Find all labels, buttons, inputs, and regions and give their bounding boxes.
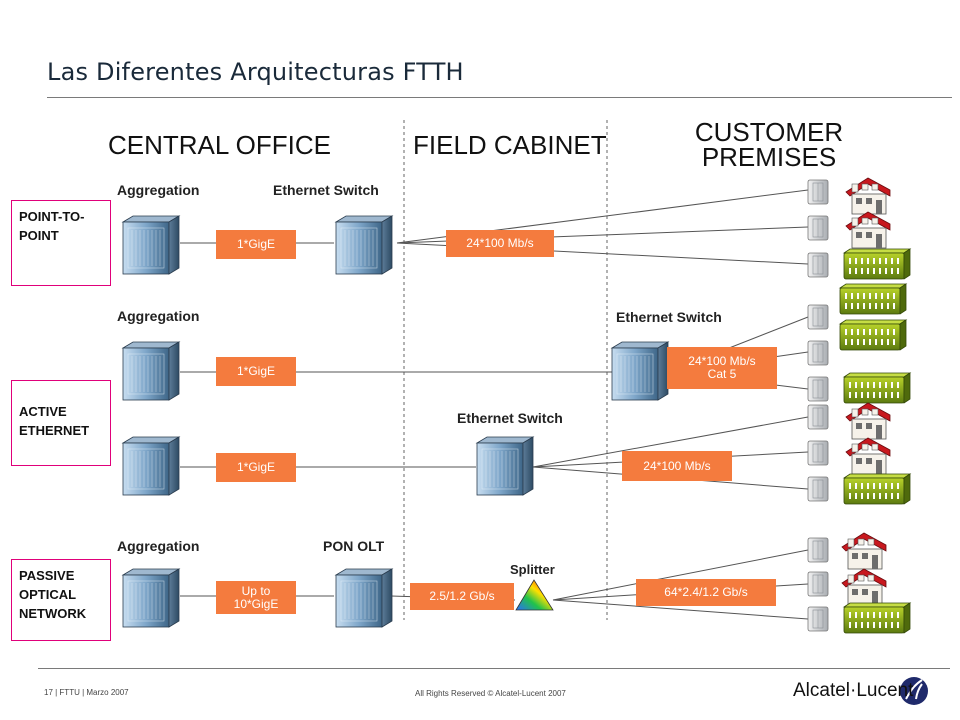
network-terminal-icon: [807, 606, 829, 632]
row-pon-label: PASSIVE OPTICAL NETWORK: [19, 568, 87, 621]
aggregation-rack-icon: [122, 341, 180, 401]
label-aggregation: Aggregation: [117, 182, 200, 198]
house-icon: [841, 568, 887, 606]
zone-customer-line2: PREMISES: [701, 142, 837, 172]
ethernet-switch-rack-icon: [476, 436, 534, 496]
office-building-icon: [839, 319, 907, 351]
row-point-to-point: POINT-TO- POINT: [11, 200, 111, 286]
office-building-icon: [839, 283, 907, 315]
prism-splitter-icon: [515, 579, 554, 611]
tag-ae1-gige-text: 1*GigE: [236, 364, 276, 378]
tag-ae2-rate-text: 24*100 Mb/s: [643, 458, 711, 473]
network-terminal-icon: [807, 440, 829, 466]
tag-ae2-gige: 1*GigE: [216, 453, 296, 482]
label-pon-olt: PON OLT: [323, 538, 385, 554]
tag-ae2-gige-text: 1*GigE: [236, 460, 276, 474]
network-terminal-icon: [807, 252, 829, 278]
tag-ae1-rate-line2: Cat 5: [707, 367, 737, 381]
row-passive-optical-network: PASSIVE OPTICAL NETWORK: [11, 559, 111, 641]
label-aggregation: Aggregation: [117, 538, 200, 554]
label-ethernet-switch: Ethernet Switch: [273, 182, 379, 198]
zone-field-cabinet: FIELD CABINET: [413, 130, 607, 160]
house-icon: [845, 402, 891, 440]
house-icon: [845, 211, 891, 249]
office-building-icon: [843, 372, 911, 404]
ethernet-switch-rack-icon: [611, 341, 669, 401]
tag-p2p-rate-text: 24*100 Mb/s: [466, 236, 534, 250]
network-terminal-icon: [807, 571, 829, 597]
label-ethernet-switch: Ethernet Switch: [616, 309, 722, 325]
brand-wordmark: Alcatel·Lucent: [793, 680, 914, 701]
zone-customer-premises: CUSTOMER PREMISES: [680, 117, 858, 172]
tag-ae2-rate: 24*100 Mb/s: [622, 451, 732, 481]
network-terminal-icon: [807, 376, 829, 402]
aggregation-rack-icon: [122, 436, 180, 496]
tag-ae1-gige: 1*GigE: [216, 357, 296, 386]
footer-page-info: 17 | FTTU | Marzo 2007: [44, 688, 129, 697]
zone-customer-line1: CUSTOMER: [694, 117, 844, 147]
tag-pon-rate-text: 2.5/1.2 Gb/s: [429, 589, 495, 603]
label-splitter: Splitter: [510, 562, 555, 577]
network-terminal-icon: [807, 537, 829, 563]
label-ethernet-switch: Ethernet Switch: [457, 410, 563, 426]
tag-pon-split-rate: 64*2.4/1.2 Gb/s: [636, 579, 776, 606]
row-active-ethernet-label: ACTIVE ETHERNET: [19, 404, 90, 438]
alcatel-lucent-logo-icon: [900, 677, 928, 705]
network-terminal-icon: [807, 304, 829, 330]
row-point-to-point-label: POINT-TO- POINT: [19, 209, 85, 243]
footer-rights: All Rights Reserved © Alcatel-Lucent 200…: [415, 689, 566, 698]
tag-pon-split-rate-text: 64*2.4/1.2 Gb/s: [664, 585, 748, 599]
tag-pon-upto: Up to 10*GigE: [216, 581, 296, 614]
zone-central-office: CENTRAL OFFICE: [108, 130, 331, 160]
row-active-ethernet: ACTIVE ETHERNET: [11, 380, 111, 466]
tag-p2p-rate: 24*100 Mb/s: [446, 230, 554, 257]
title-divider: [47, 97, 952, 98]
network-terminal-icon: [807, 215, 829, 241]
house-icon: [841, 532, 887, 570]
network-terminal-icon: [807, 404, 829, 430]
house-icon: [845, 177, 891, 215]
house-icon: [845, 437, 891, 475]
network-terminal-icon: [807, 179, 829, 205]
office-building-icon: [843, 473, 911, 505]
page-title: Las Diferentes Arquitecturas FTTH: [47, 58, 464, 86]
tag-p2p-gige-text: 1*GigE: [236, 237, 276, 251]
tag-ae1-rate-line1: 24*100 Mb/s: [688, 354, 756, 368]
aggregation-rack-icon: [122, 215, 180, 275]
ethernet-switch-rack-icon: [335, 215, 393, 275]
tag-p2p-gige: 1*GigE: [216, 230, 296, 259]
pon-olt-rack-icon: [335, 568, 393, 628]
office-building-icon: [843, 602, 911, 634]
office-building-icon: [843, 248, 911, 280]
tag-pon-rate: 2.5/1.2 Gb/s: [410, 583, 514, 610]
aggregation-rack-icon: [122, 568, 180, 628]
footer-divider: [38, 668, 950, 669]
network-terminal-icon: [807, 340, 829, 366]
tag-pon-upto-text: Up to 10*GigE: [233, 583, 279, 611]
label-aggregation: Aggregation: [117, 308, 200, 324]
tag-ae1-rate: 24*100 Mb/s Cat 5: [667, 347, 777, 389]
network-terminal-icon: [807, 476, 829, 502]
